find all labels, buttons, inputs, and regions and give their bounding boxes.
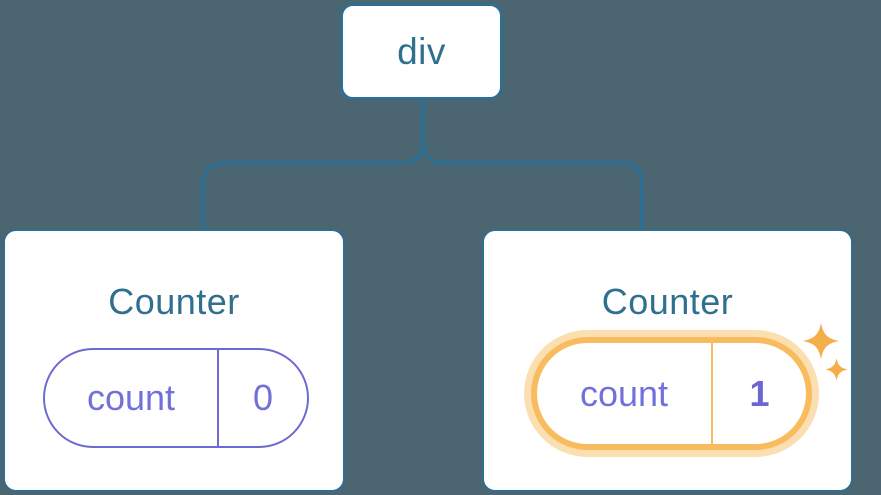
counter-card-left: Counter count 0 [3,229,345,492]
state-pill: count 0 [43,348,309,448]
state-value-label: 1 [749,372,770,414]
state-value-label: 0 [252,377,274,418]
card-title: Counter [601,281,734,322]
state-key-cell: count [45,350,219,446]
state-value-cell: 0 [219,350,307,446]
sparkle-icon [801,321,841,361]
card-title: Counter [108,281,240,322]
state-pill-highlighted: count 1 [531,337,812,450]
root-node-label: div [397,30,446,72]
state-key-label: count [579,372,669,414]
state-value-cell: 1 [713,343,806,444]
state-key-cell: count [537,343,713,444]
sparkle-icon [824,357,849,382]
counter-card-right: Counter count 1 [482,229,853,492]
state-key-label: count [86,377,176,418]
tree-root-node-div: div [340,3,503,100]
